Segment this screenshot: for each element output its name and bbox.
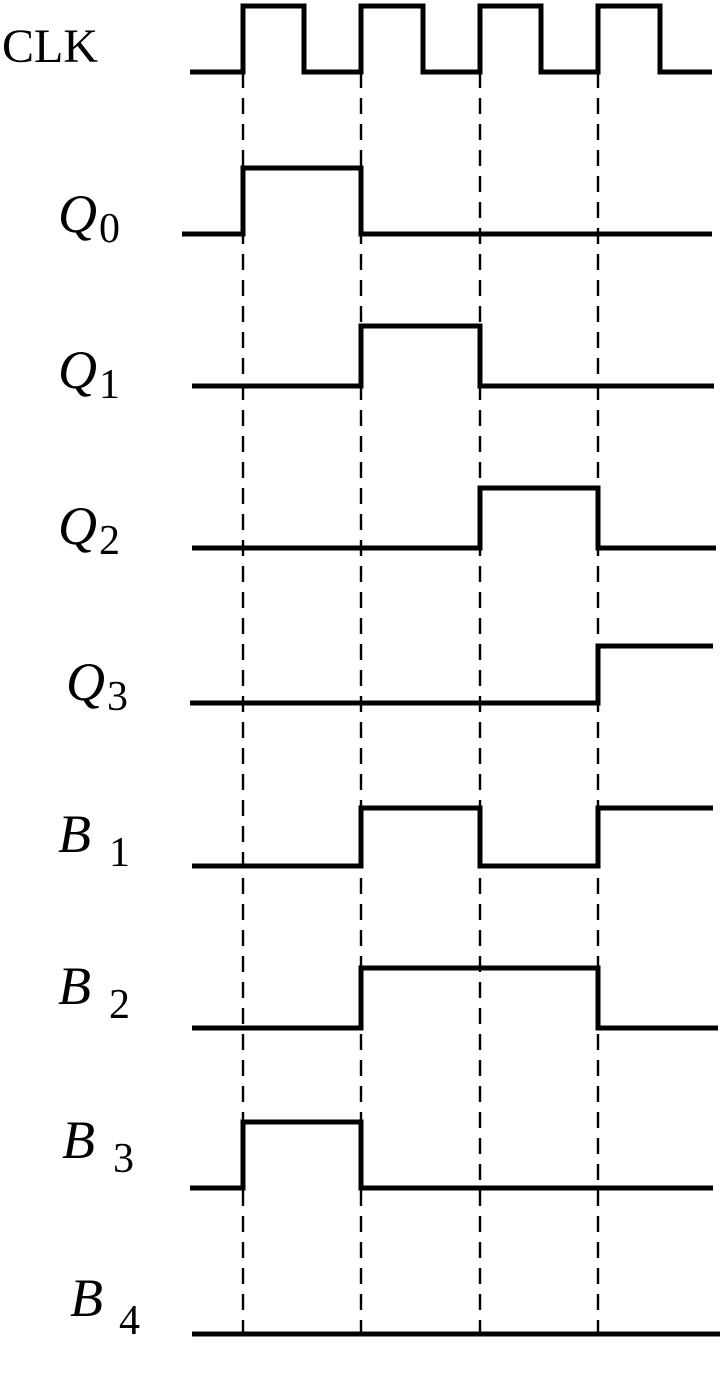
signal-label-q0: Q0 <box>58 184 120 252</box>
signal-waveforms <box>182 3 720 1337</box>
waveform-q2 <box>192 485 716 551</box>
signal-label-q1: Q1 <box>58 340 120 408</box>
signal-label-q3: Q3 <box>66 652 128 720</box>
waveform-q3 <box>190 643 713 706</box>
waveform-q0 <box>182 165 712 237</box>
signal-label-q2: Q2 <box>58 496 120 564</box>
signal-label-clk: CLK <box>2 20 98 73</box>
waveform-clk <box>190 3 712 75</box>
waveform-b2 <box>192 965 718 1031</box>
waveform-b1 <box>192 805 713 869</box>
waveform-q1 <box>192 323 714 389</box>
waveform-b3 <box>190 1119 713 1191</box>
